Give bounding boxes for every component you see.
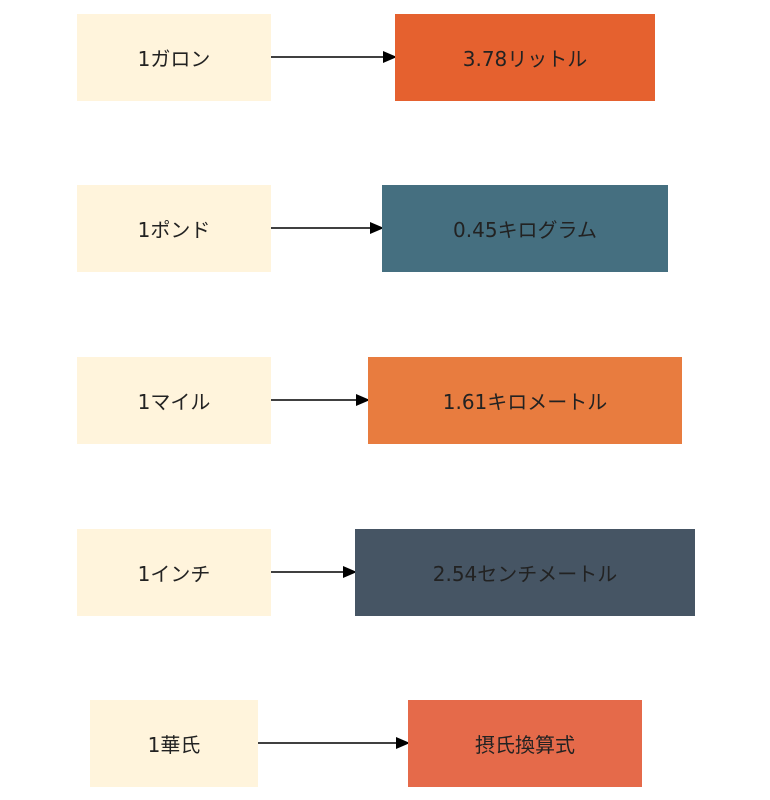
arrow-inch	[271, 565, 358, 579]
source-label-fahrenheit: 1華氏	[147, 733, 201, 757]
source-label-inch: 1インチ	[137, 562, 211, 586]
arrow-mile	[271, 393, 371, 407]
target-label-celsius-formula: 摂氏換算式	[475, 733, 575, 757]
source-box-gallon: 1ガロン	[77, 14, 271, 101]
target-box-kilogram: 0.45キログラム	[382, 185, 668, 272]
target-label-kilogram: 0.45キログラム	[453, 218, 597, 242]
target-box-centimeter: 2.54センチメートル	[355, 529, 695, 616]
target-box-kilometer: 1.61キロメートル	[368, 357, 682, 444]
source-box-pound: 1ポンド	[77, 185, 271, 272]
target-box-liter: 3.78リットル	[395, 14, 655, 101]
arrow-pound	[271, 221, 385, 235]
source-box-fahrenheit: 1華氏	[90, 700, 258, 787]
target-box-celsius-formula: 摂氏換算式	[408, 700, 642, 787]
target-label-kilometer: 1.61キロメートル	[442, 390, 608, 414]
source-label-pound: 1ポンド	[137, 218, 211, 242]
arrow-gallon	[271, 50, 398, 64]
source-box-mile: 1マイル	[77, 357, 271, 444]
source-label-gallon: 1ガロン	[137, 47, 211, 71]
source-box-inch: 1インチ	[77, 529, 271, 616]
target-label-liter: 3.78リットル	[462, 47, 588, 71]
source-label-mile: 1マイル	[137, 390, 211, 414]
target-label-centimeter: 2.54センチメートル	[432, 562, 618, 586]
arrow-fahrenheit	[258, 736, 411, 750]
